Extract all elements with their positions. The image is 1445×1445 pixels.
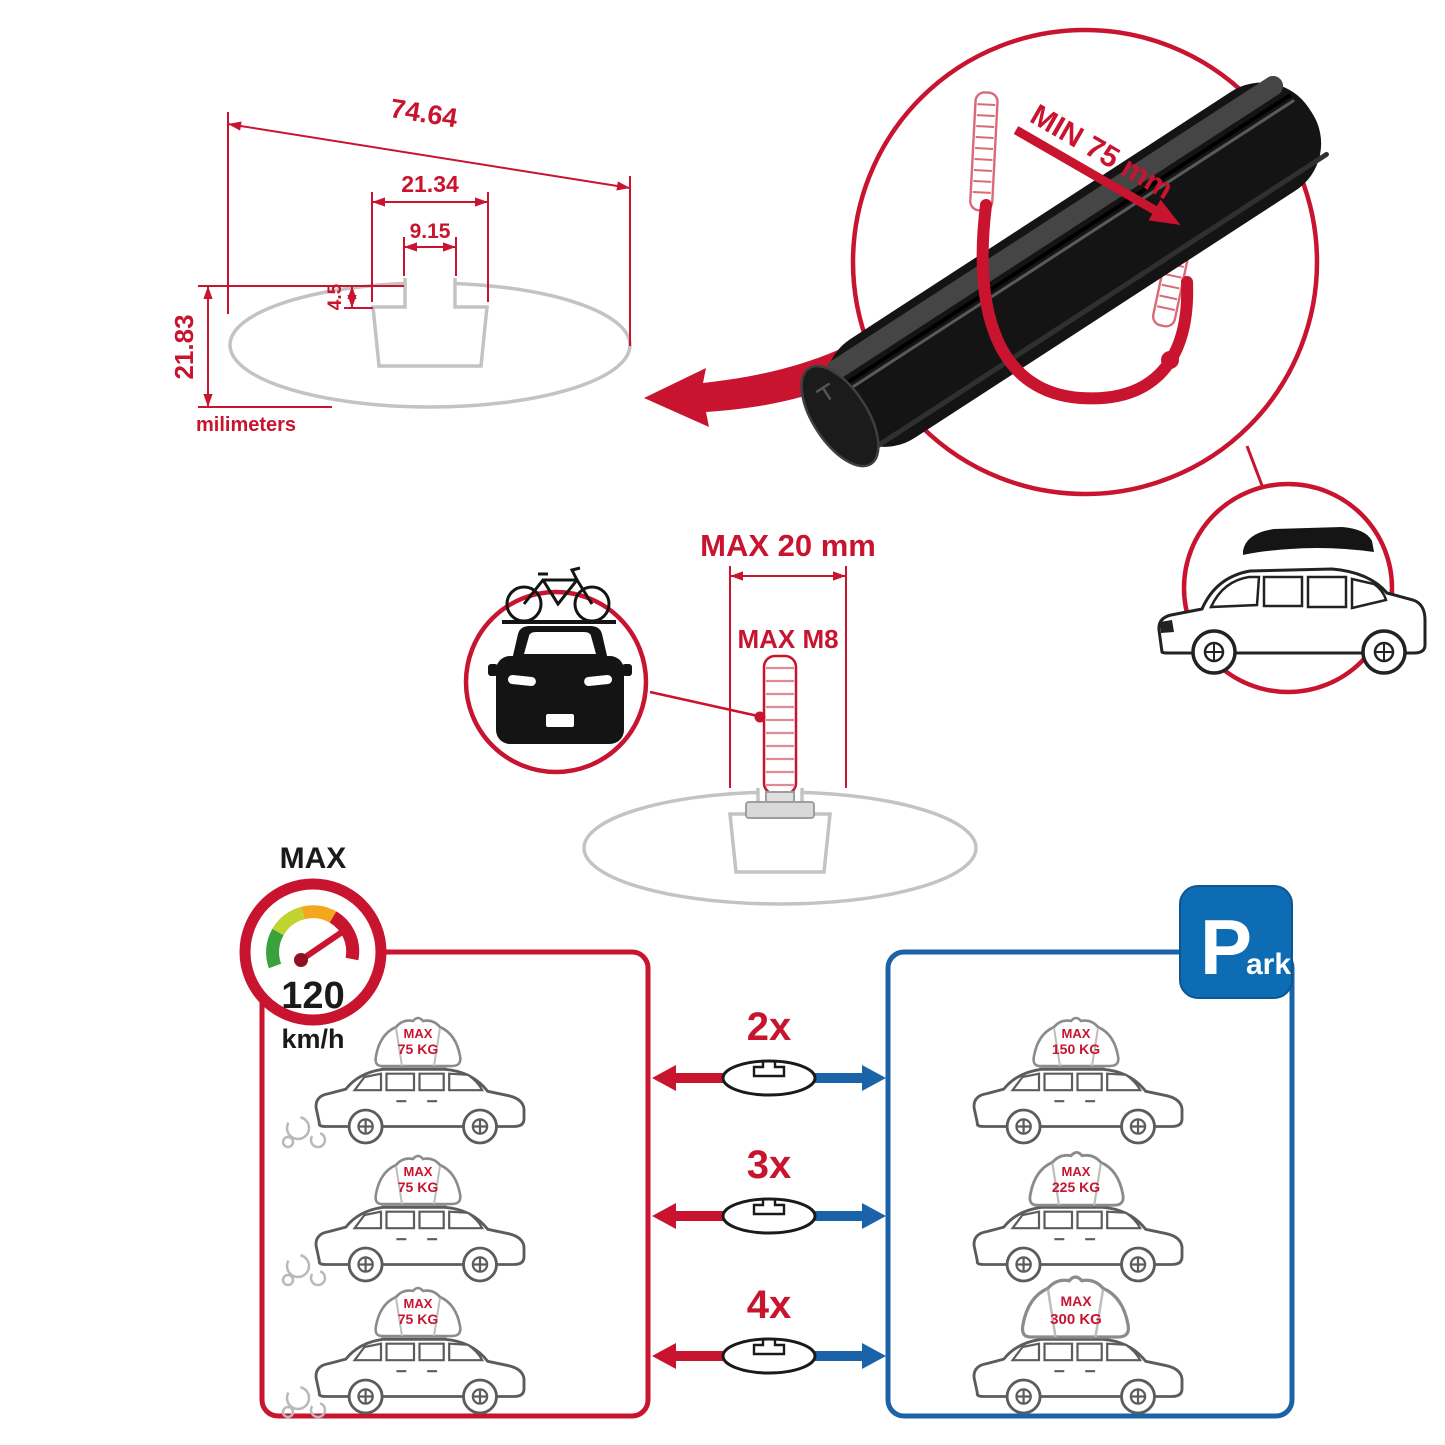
parked-car-row-3: MAX 300 KG — [972, 1275, 1184, 1415]
arrow-to-parked — [815, 1065, 886, 1091]
t-slot-profile — [371, 278, 489, 368]
needle-pivot — [294, 953, 308, 967]
dimension-channel-width: 21.34 — [371, 171, 489, 302]
speed-unit: km/h — [281, 1024, 344, 1054]
clamp-rod-left — [968, 90, 1000, 213]
moving-car-row-2: MAX 75 KG — [281, 1154, 526, 1287]
headlight — [1160, 620, 1174, 633]
parking-letter: P — [1200, 903, 1252, 991]
headlight-left — [507, 675, 536, 686]
gauge-arc — [266, 905, 360, 969]
dim-arrowhead — [443, 242, 456, 252]
pointer-arrow-to-cross-section — [644, 350, 849, 427]
bag-load-label: 75 KG — [398, 1041, 439, 1057]
max-length-label: MAX 20 mm — [700, 528, 876, 563]
bag-load-label: 75 KG — [398, 1179, 439, 1195]
units-label: milimeters — [196, 414, 296, 436]
arrow-to-parked — [815, 1343, 886, 1369]
dim-arrowhead — [203, 394, 213, 407]
arrow-to-moving — [652, 1065, 723, 1091]
dim-arrowhead — [833, 571, 846, 581]
crossbar-profile-icon — [721, 1197, 817, 1235]
row-multiplier: 4x — [747, 1283, 792, 1327]
dimension-label-channel-width: 21.34 — [401, 171, 459, 197]
threaded-bolt — [762, 654, 798, 796]
dim-arrowhead — [203, 286, 213, 299]
bag-max-label: MAX — [404, 1296, 433, 1311]
dimension-label-slot-width: 9.15 — [410, 220, 451, 243]
bike-vehicle-detail — [463, 566, 649, 775]
motion-swirls — [281, 1115, 327, 1149]
clamp-dot — [1161, 351, 1179, 369]
speed-value: 120 — [281, 975, 344, 1017]
suv-with-roofbox-icon — [1157, 527, 1427, 675]
crossbar-profile-icon — [721, 1337, 817, 1375]
headlight-right — [584, 675, 613, 686]
bag-max-label: MAX — [404, 1026, 433, 1041]
parked-car-row-1: MAX 150 KG — [972, 1016, 1184, 1145]
bag-load-label: 150 KG — [1052, 1041, 1100, 1057]
leader-line — [649, 690, 759, 718]
bicycle-icon — [505, 566, 611, 623]
dimension-label-slot-depth: 4.5 — [325, 283, 346, 310]
crossbar-detail: MIN 75 mm — [800, 27, 1329, 497]
arrow-to-moving — [652, 1203, 723, 1229]
moving-car-row-3: MAX 75 KG — [281, 1286, 526, 1419]
arrow-to-moving — [652, 1343, 723, 1369]
windshield — [524, 632, 596, 654]
bolt-spec: MAX 20 mm MAX M8 — [582, 528, 978, 906]
car-with-bike-icon — [488, 566, 632, 744]
capacity-row-3: 4x — [652, 1283, 886, 1375]
dim-arrowhead — [730, 571, 743, 581]
moving-car-row-1: MAX 75 KG — [281, 1016, 526, 1149]
bag-max-label: MAX — [1062, 1026, 1091, 1041]
motion-swirls — [281, 1253, 327, 1287]
bag-load-label: 225 KG — [1052, 1179, 1100, 1195]
dim-arrowhead — [372, 197, 385, 207]
arrow-to-parked — [815, 1203, 886, 1229]
dim-arrowhead — [404, 242, 417, 252]
motion-swirls — [281, 1385, 327, 1419]
parked-car-row-2: MAX 225 KG — [972, 1150, 1184, 1283]
capacity-row-2: 3x — [652, 1143, 886, 1235]
parking-sign: P ark — [1179, 885, 1293, 999]
dimension-label-total-width: 74.64 — [388, 93, 459, 133]
bar-end-cap — [800, 364, 880, 468]
dimension-total-height: 21.83 — [169, 285, 404, 408]
roof-box — [1243, 527, 1374, 555]
clamp-u-curve — [976, 199, 1194, 405]
bag-max-label: MAX — [1060, 1293, 1092, 1309]
gauge-needle — [298, 925, 351, 963]
cross-section-diagram: 74.64 21.34 9.15 4.5 — [169, 93, 849, 436]
speedometer: MAX 120 km/h — [239, 842, 387, 1054]
dimension-slot-depth: 4.5 — [325, 283, 373, 310]
crossbar-profile-icon — [721, 1059, 817, 1097]
leader-dot — [754, 711, 766, 723]
dimension-label-total-height: 21.83 — [169, 314, 199, 379]
mirror-left — [488, 664, 498, 676]
bag-max-label: MAX — [1062, 1164, 1091, 1179]
speed-max-label: MAX — [280, 842, 347, 875]
license-plate — [546, 714, 574, 727]
min-arrowhead — [1148, 199, 1181, 225]
max-thread-label: MAX M8 — [737, 624, 838, 654]
dim-arrowhead — [475, 197, 488, 207]
bolt-t-head — [745, 801, 815, 819]
row-multiplier: 2x — [747, 1005, 792, 1049]
bag-load-label: 75 KG — [398, 1311, 439, 1327]
mirror-right — [622, 664, 632, 676]
bag-max-label: MAX — [404, 1164, 433, 1179]
row-multiplier: 3x — [747, 1143, 792, 1187]
capacity-row-1: 2x — [652, 1005, 886, 1097]
bag-load-label: 300 KG — [1050, 1311, 1102, 1328]
dimension-slot-width: 9.15 — [403, 220, 457, 276]
crossbar-3d — [800, 75, 1329, 468]
vehicle-roofbox-detail — [1157, 481, 1427, 695]
parking-suffix: ark — [1246, 948, 1291, 981]
car-front-icon — [488, 626, 632, 744]
